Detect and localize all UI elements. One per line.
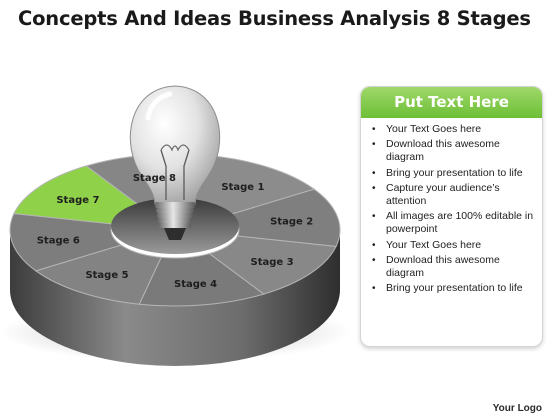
bullet-icon: • bbox=[372, 211, 376, 223]
list-item-text: Download this awesome diagram bbox=[386, 253, 500, 280]
bullet-icon: • bbox=[372, 254, 376, 266]
ring-segment-4 bbox=[138, 253, 265, 307]
panel-bullet-list: • Your Text Goes here • Download this awes… bbox=[361, 118, 542, 295]
stage-ring-diagram: Stage 1 Stage 2 Stage 3 Stage 4 Stage 5 Stage… bbox=[0, 85, 350, 366]
ring-segment-5 bbox=[34, 244, 162, 305]
lightbulb-icon bbox=[129, 85, 221, 240]
list-item: • Bring your presentation to life bbox=[369, 282, 534, 295]
stage-label-1: Stage 1 bbox=[221, 182, 264, 193]
logo-text: Your Logo bbox=[492, 403, 542, 414]
bullet-icon: • bbox=[372, 124, 376, 135]
stage-label-6: Stage 6 bbox=[37, 235, 80, 246]
list-item: • Bring your presentation to life bbox=[369, 167, 534, 180]
list-item-text: Your Text Goes here bbox=[386, 238, 482, 251]
stage-label-7: Stage 7 bbox=[56, 195, 99, 206]
stage-label-3: Stage 3 bbox=[251, 257, 294, 268]
stage-label-2: Stage 2 bbox=[270, 217, 313, 228]
list-item: • Your Text Goes here bbox=[369, 239, 534, 252]
ring-segment-3 bbox=[208, 235, 337, 295]
list-item: • Capture your audience’s attention bbox=[369, 182, 534, 208]
list-item-text: Download this awesome diagram bbox=[386, 138, 500, 164]
list-item: • Download this awesome diagram bbox=[369, 138, 534, 164]
list-item-text: Capture your audience’s attention bbox=[386, 181, 500, 208]
bullet-icon: • bbox=[372, 239, 376, 251]
list-item: • All images are 100% editable in powerpo… bbox=[369, 210, 534, 236]
list-item: • Your Text Goes here bbox=[369, 123, 534, 136]
stage-label-4: Stage 4 bbox=[174, 279, 217, 290]
ring-side-wall bbox=[10, 230, 340, 366]
list-item-text: Bring your presentation to life bbox=[386, 282, 523, 295]
stage-label-8: Stage 8 bbox=[133, 173, 176, 184]
bullet-icon: • bbox=[372, 139, 376, 151]
list-item-text: Bring your presentation to life bbox=[386, 166, 523, 179]
page-title: Concepts And Ideas Business Analysis 8 S… bbox=[18, 7, 531, 30]
text-panel: Put Text Here • Your Text Goes here • Down… bbox=[360, 86, 543, 347]
ring-segment-6 bbox=[9, 213, 123, 272]
list-item-text: All images are 100% editable in powerpoi… bbox=[386, 210, 534, 236]
panel-header: Put Text Here bbox=[361, 87, 542, 118]
stage-label-5: Stage 5 bbox=[85, 270, 128, 281]
bullet-icon: • bbox=[372, 167, 376, 179]
list-item-text: Your Text Goes here bbox=[386, 123, 482, 135]
bullet-icon: • bbox=[372, 182, 376, 194]
bullet-icon: • bbox=[372, 283, 376, 295]
list-item: • Download this awesome diagram bbox=[369, 254, 534, 280]
